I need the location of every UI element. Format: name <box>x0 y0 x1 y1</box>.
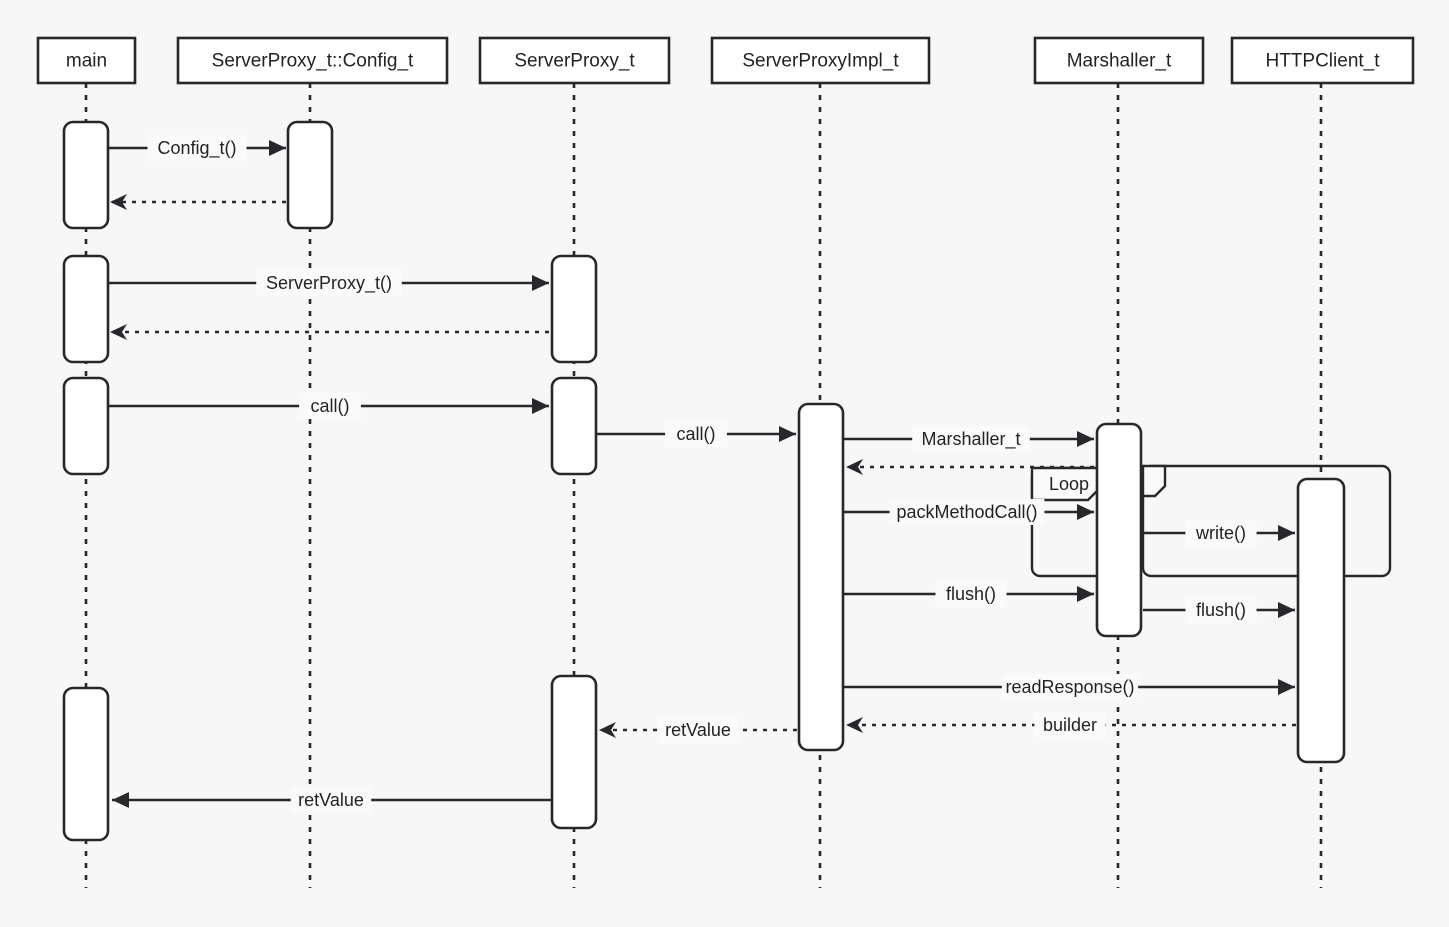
message-label-text: Config_t() <box>157 138 236 159</box>
message-label-text: ServerProxy_t() <box>266 273 392 294</box>
activation-bar-http-a1 <box>1296 477 1346 764</box>
message-label-m14: builder <box>1034 712 1106 738</box>
activation-bar-impl-a1 <box>797 402 845 752</box>
message-arrowhead <box>532 275 549 291</box>
message-arrowhead <box>1278 679 1295 695</box>
participant-label: main <box>66 51 107 72</box>
message-label-backdrop <box>1001 674 1139 700</box>
message-label-m1: Config_t() <box>147 135 247 161</box>
message-label-backdrop <box>935 581 1007 607</box>
message-label-backdrop <box>657 717 739 743</box>
message-labels-layer: Config_t() ServerProxy_t() call() call() Mar… <box>147 135 1257 813</box>
participant-label: HTTPClient_t <box>1265 51 1380 72</box>
fragment-border <box>1141 464 1392 578</box>
message-label-backdrop <box>1185 597 1257 623</box>
participant-label: ServerProxyImpl_t <box>742 51 899 72</box>
participant-httpclient[interactable]: HTTPClient_t <box>1230 36 1415 85</box>
participant-label: ServerProxy_t <box>514 51 635 72</box>
message-label-text: retValue <box>665 720 731 740</box>
participant-box[interactable] <box>176 36 449 85</box>
message-arrowhead <box>110 194 127 210</box>
message-label-m16: retValue <box>290 787 372 813</box>
message-label-m11: flush() <box>935 581 1007 607</box>
message-label-text: retValue <box>298 790 364 810</box>
message-label-backdrop <box>290 787 372 813</box>
activation-bar-main-a2 <box>62 254 110 364</box>
message-m2 <box>110 194 286 210</box>
message-label-backdrop <box>1034 712 1106 738</box>
participant-main[interactable]: main <box>36 36 137 85</box>
message-label-backdrop <box>665 421 727 447</box>
participant-impl[interactable]: ServerProxyImpl_t <box>710 36 931 85</box>
message-label-text: write() <box>1195 523 1246 543</box>
message-m14 <box>846 717 1296 733</box>
message-arrowhead <box>1077 431 1094 447</box>
fragment-loop-frame-2 <box>1141 464 1392 578</box>
message-arrowhead <box>599 722 616 738</box>
activation-bar-proxy-a2 <box>550 376 598 476</box>
message-label-text: flush() <box>1196 600 1246 620</box>
activation-bar-proxy-a1 <box>550 254 598 364</box>
fragment-label-tab <box>1141 464 1167 498</box>
message-label-backdrop <box>912 426 1030 452</box>
message-arrowhead <box>846 459 863 475</box>
message-label-text: packMethodCall() <box>896 502 1037 522</box>
participant-box[interactable] <box>710 36 931 85</box>
message-label-m3: ServerProxy_t() <box>256 270 402 296</box>
participant-box[interactable] <box>478 36 671 85</box>
message-arrowhead <box>532 398 549 414</box>
message-m8 <box>846 459 1094 475</box>
message-label-m13: readResponse() <box>1001 674 1139 700</box>
participant-config[interactable]: ServerProxy_t::Config_t <box>176 36 449 85</box>
participant-label: Marshaller_t <box>1067 51 1172 72</box>
message-label-m12: flush() <box>1185 597 1257 623</box>
participant-marshaller[interactable]: Marshaller_t <box>1033 36 1205 85</box>
message-label-backdrop <box>1185 520 1257 546</box>
fragment-label-text: Loop <box>1049 474 1089 494</box>
participants-layer: main ServerProxy_t::Config_t ServerProxy_t… <box>36 36 1415 85</box>
activation-bar-main-a4 <box>62 686 110 842</box>
message-label-text: call() <box>311 396 350 416</box>
participant-box[interactable] <box>1033 36 1205 85</box>
participant-box[interactable] <box>1230 36 1415 85</box>
fragment-label-tab <box>1030 466 1100 502</box>
message-m4 <box>110 324 549 340</box>
activation-bar-main-a1 <box>62 120 110 230</box>
activation-bar-proxy-a3 <box>550 674 598 830</box>
message-label-text: Marshaller_t <box>921 429 1020 450</box>
message-label-backdrop <box>147 135 247 161</box>
activation-bar-config-a1 <box>286 120 334 230</box>
message-arrowhead <box>110 324 127 340</box>
message-arrowhead <box>779 426 796 442</box>
message-m15 <box>599 722 797 738</box>
message-label-backdrop <box>256 270 402 296</box>
activation-bar-marshaller-a1 <box>1095 422 1143 638</box>
message-label-backdrop <box>299 393 361 419</box>
message-arrowhead <box>112 792 129 808</box>
message-label-m5: call() <box>299 393 361 419</box>
message-arrowhead <box>1278 602 1295 618</box>
message-arrowhead <box>269 140 286 156</box>
message-label-text: flush() <box>946 584 996 604</box>
message-label-m6: call() <box>665 421 727 447</box>
message-label-text: builder <box>1043 715 1097 735</box>
message-arrowhead <box>846 717 863 733</box>
activation-bar-main-a3 <box>62 376 110 476</box>
participant-proxy[interactable]: ServerProxy_t <box>478 36 671 85</box>
participant-box[interactable] <box>36 36 137 85</box>
activation-bars-layer <box>62 120 1346 842</box>
message-arrowhead <box>1278 525 1295 541</box>
message-label-text: call() <box>677 424 716 444</box>
message-label-text: readResponse() <box>1005 677 1134 697</box>
message-label-backdrop <box>889 499 1045 525</box>
message-label-m7: Marshaller_t <box>912 426 1030 452</box>
message-arrowhead <box>1077 504 1094 520</box>
message-label-m15: retValue <box>657 717 739 743</box>
message-label-m9: packMethodCall() <box>889 499 1045 525</box>
message-label-m10: write() <box>1185 520 1257 546</box>
message-arrowhead <box>1077 586 1094 602</box>
participant-label: ServerProxy_t::Config_t <box>212 51 414 72</box>
